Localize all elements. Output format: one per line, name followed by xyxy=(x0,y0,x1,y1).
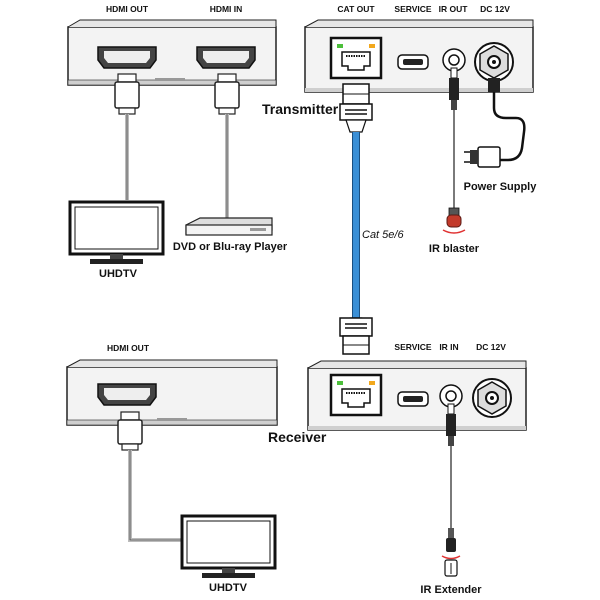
label-uhdtv-top: UHDTV xyxy=(99,268,138,280)
label-ir-extender: IR Extender xyxy=(420,584,482,596)
rx-port-label-dc-12v: DC 12V xyxy=(476,342,506,352)
tx-rj45-port[interactable] xyxy=(329,36,383,80)
tx-port-label-ir-out: IR OUT xyxy=(439,4,469,14)
rx-port-label-ir-in: IR IN xyxy=(439,342,458,352)
tx-port-label-service: SERVICE xyxy=(394,4,431,14)
label-power-supply: Power Supply xyxy=(464,181,538,193)
uhdtv-top xyxy=(68,200,165,264)
rx-service-port[interactable] xyxy=(397,391,429,407)
ir-blaster xyxy=(442,207,466,234)
tx-port-label-cat-out: CAT OUT xyxy=(337,4,375,14)
tx-port-label-dc-12v: DC 12V xyxy=(480,4,510,14)
receiver-title: Receiver xyxy=(268,429,327,445)
power-supply xyxy=(464,78,526,168)
dvd-player xyxy=(185,217,273,236)
rx-dc-jack[interactable] xyxy=(472,378,512,418)
ir-out-plug xyxy=(449,67,459,110)
tx-hdmi-in-port[interactable] xyxy=(196,46,256,69)
transmitter-title: Transmitter xyxy=(262,101,339,117)
tx-service-port[interactable] xyxy=(397,54,429,70)
rx-hdmi-out-port[interactable] xyxy=(97,383,157,406)
tx-led-slot xyxy=(155,78,185,81)
hdmi-cable-to-tv-bottom xyxy=(128,450,185,542)
hdmi-plug-right xyxy=(214,73,240,115)
tx-dc-jack[interactable] xyxy=(474,42,514,82)
rx-port-label-service: SERVICE xyxy=(394,342,431,352)
rx-port-label-hdmi-out: HDMI OUT xyxy=(107,343,150,353)
label-ir-blaster: IR blaster xyxy=(429,243,480,255)
hdmi-plug-rx xyxy=(117,411,143,451)
tx-port-label-hdmi-out: HDMI OUT xyxy=(106,4,149,14)
label-cat-cable: Cat 5e/6 xyxy=(362,229,404,241)
cat-plug-top xyxy=(339,83,373,133)
cat-plug-bottom xyxy=(339,317,373,355)
ir-in-plug xyxy=(446,403,456,446)
rx-led-slot xyxy=(157,418,187,421)
rx-rj45-port[interactable] xyxy=(329,373,383,417)
tx-hdmi-out-port[interactable] xyxy=(97,46,157,69)
label-dvd-player: DVD or Blu-ray Player xyxy=(173,241,288,253)
ir-extender xyxy=(441,528,461,577)
tx-port-label-hdmi-in: HDMI IN xyxy=(210,4,243,14)
label-uhdtv-bottom: UHDTV xyxy=(209,582,248,594)
hdmi-plug-left xyxy=(114,73,140,115)
uhdtv-bottom xyxy=(180,514,277,578)
rx-ir-in-jack[interactable] xyxy=(439,384,463,408)
